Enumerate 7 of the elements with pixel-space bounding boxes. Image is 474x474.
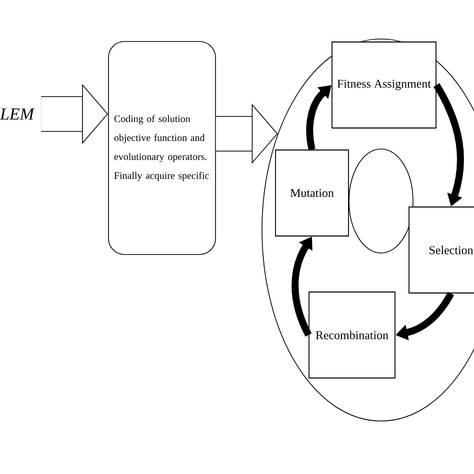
title-text: LEM [0,108,35,120]
step-box: Selection [408,206,474,294]
step-box: Recombination [308,292,396,378]
step-box: Mutation [275,150,349,236]
step-box: Fitness Assignment [332,42,436,128]
center-circle [348,148,414,254]
process-box: Coding of solution objective function and evolutionary operators. Finally acquire specific [108,41,216,255]
